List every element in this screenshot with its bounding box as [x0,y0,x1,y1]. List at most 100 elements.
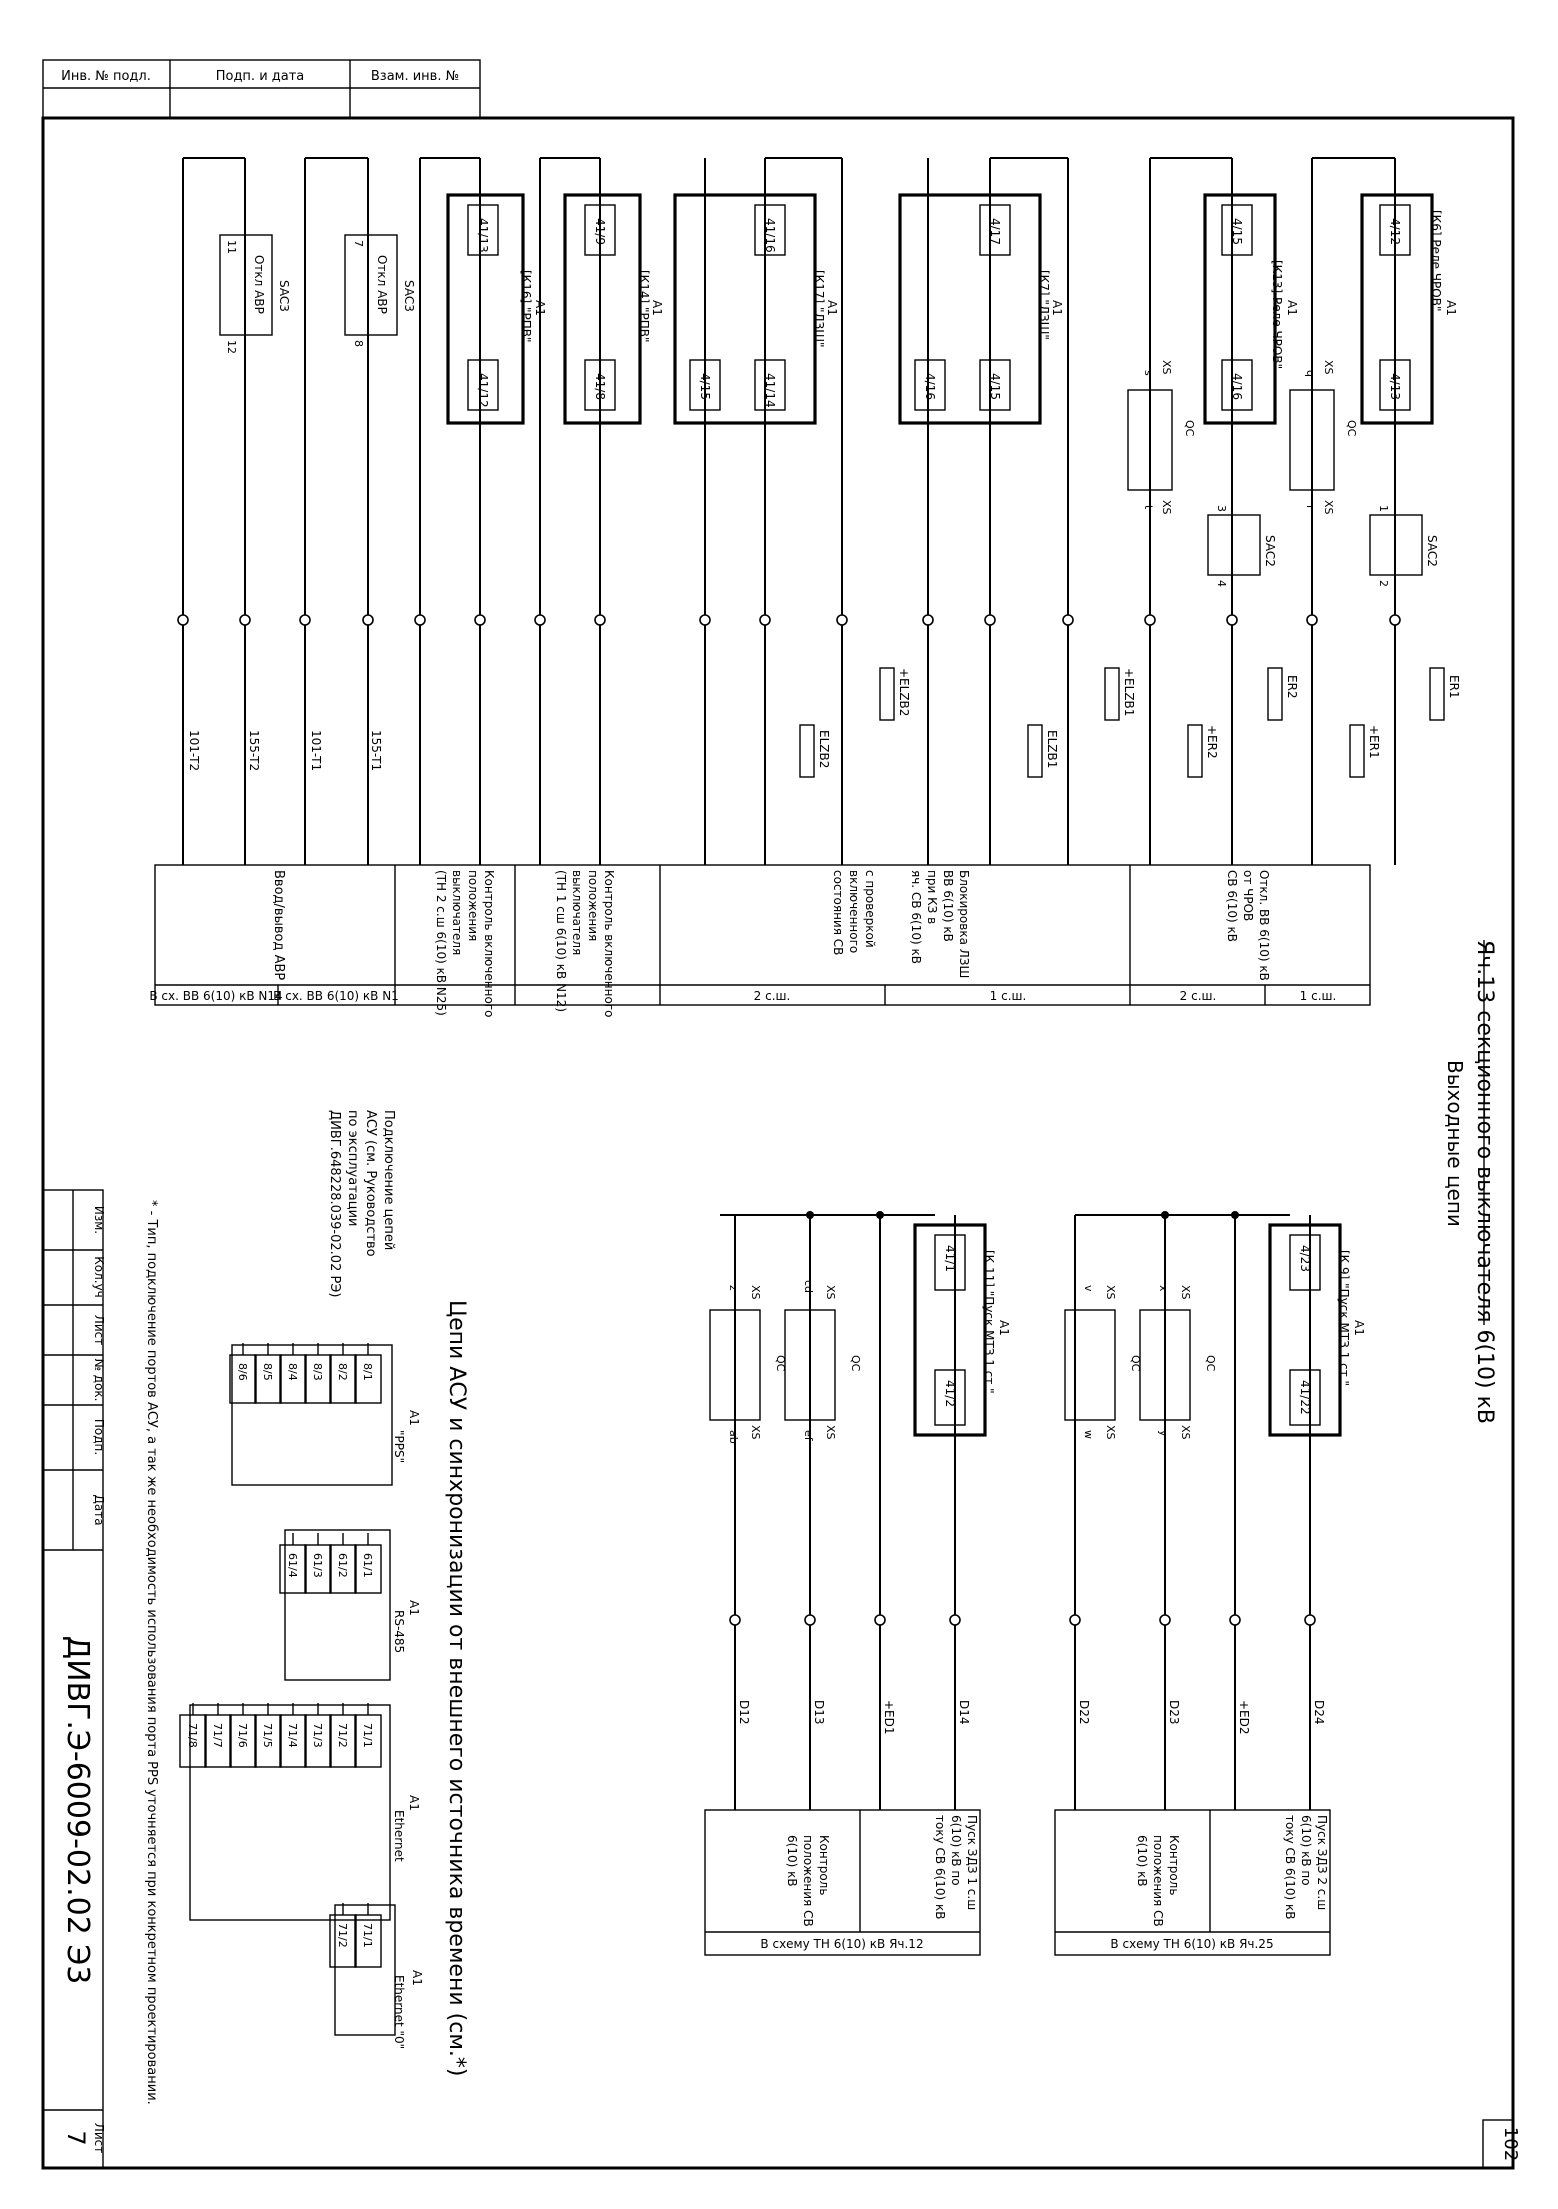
rev-izm: Изм. [92,1206,106,1234]
svg-text:A1: A1 [1444,300,1458,316]
svg-text:11: 11 [225,240,238,254]
acs-terminal-label: 61/3 [311,1553,324,1578]
svg-text:Откл АВР: Откл АВР [252,255,266,314]
rev-kolich: Кол.уч [92,1256,106,1298]
svg-text:x: x [1157,1285,1170,1292]
svg-text:+ED2: +ED2 [1237,1700,1251,1735]
svg-text:155-T2: 155-T2 [247,730,261,771]
svg-text:4/23: 4/23 [1298,1245,1312,1272]
svg-text:выключателя: выключателя [450,870,464,955]
svg-text:4/16: 4/16 [923,373,937,400]
lower-table-25: Пуск ЗДЗ 2 с.ш 6(10) кВ по току СВ 6(10)… [1054,1809,1331,1956]
page-num-box [1482,2119,1514,2169]
svg-text:[К 11] "Пуск МТЗ 1 ст.": [К 11] "Пуск МТЗ 1 ст." [982,1250,996,1394]
svg-text:A1: A1 [1352,1320,1366,1336]
svg-text:41/16: 41/16 [763,218,777,253]
acs-terminal-label: 8/4 [286,1363,299,1381]
relay-block-k13: 4/15 4/16 [К13] Реле ЧРОВ" A1 [1203,193,1299,425]
svg-text:3: 3 [1215,505,1228,512]
lower-wires [729,1211,1316,1810]
svg-text:41/22: 41/22 [1298,1380,1312,1415]
svg-text:Контроль: Контроль [817,1835,831,1895]
svg-text:ab: ab [727,1430,740,1444]
svg-text:ДИВГ.648228.039-02.02 РЭ): ДИВГ.648228.039-02.02 РЭ) [327,1110,342,1297]
svg-text:A1: A1 [407,1600,421,1616]
svg-text:6(10) кВ: 6(10) кВ [1135,1835,1149,1887]
svg-text:4/16: 4/16 [1230,373,1244,400]
acs-terminal-label: 8/1 [361,1363,374,1381]
svg-text:w: w [1082,1430,1095,1439]
svg-text:D14: D14 [957,1700,971,1725]
svg-text:XS: XS [1104,1425,1117,1440]
svg-text:+ER1: +ER1 [1367,725,1381,759]
svg-text:"PPS": "PPS" [392,1430,406,1463]
acs-terminal-label: 71/2 [336,1723,349,1748]
svg-text:Подключение цепей: Подключение цепей [381,1110,396,1250]
rev-list: Лист [92,1315,106,1345]
revision-grid: Изм. Кол.уч Лист № док. Подп. Дата ДИВГ.… [43,1206,106,2153]
acs-terminal-label: 8/2 [336,1363,349,1381]
svg-text:4/17: 4/17 [988,218,1002,245]
lower-qc-connectors: XS XS XS XS x v cd z XS XS XS XS y w ef … [709,1280,1217,1444]
svg-text:41/14: 41/14 [763,373,777,408]
svg-text:41/8: 41/8 [593,373,607,400]
svg-text:XS: XS [1160,360,1173,375]
svg-text:D24: D24 [1312,1700,1326,1725]
svg-text:[К17] "ЛЗШ": [К17] "ЛЗШ" [812,270,826,348]
svg-text:+ELZB1: +ELZB1 [1122,668,1136,716]
rev-date: Дата [92,1494,106,1525]
svg-text:В схему ТН 6(10) кВ Яч.12: В схему ТН 6(10) кВ Яч.12 [760,1937,923,1951]
svg-text:при КЗ в: при КЗ в [925,870,939,924]
svg-text:+ELZB2: +ELZB2 [897,668,911,716]
acs-terminal-label: 71/1 [361,1723,374,1748]
upper-wire-labels: ER1 +ER1 ER2 +ER2 ELZB1 +ELZB1 ELZB2 +EL… [187,667,1461,778]
stamp-sign-label: Подп. и дата [216,69,305,84]
svg-text:XS: XS [1179,1285,1192,1300]
upper-row1-line2: от ЧРОВ [1241,870,1255,921]
svg-text:4/15: 4/15 [988,373,1002,400]
svg-text:ER2: ER2 [1285,675,1299,699]
svg-text:состояния СВ: состояния СВ [831,870,845,955]
svg-text:QC: QC [774,1355,787,1372]
sac3-switch-1: SAC3 Откл АВР 7 8 [344,234,416,347]
svg-text:ELZB2: ELZB2 [817,730,831,768]
upper-row1-line1: Откл. ВВ 6(10) кВ [1257,870,1271,981]
svg-text:SAC2: SAC2 [1263,535,1277,567]
svg-text:D22: D22 [1077,1700,1091,1725]
svg-text:QC: QC [1345,420,1358,437]
footnote: * - Тип, подключение портов АСУ, а так ж… [144,1200,159,2105]
acs-terminal-label: 8/5 [261,1363,274,1381]
upper-row1-cell1: 1 с.ш. [1300,989,1337,1003]
acs-terminal-label: 8/3 [311,1363,324,1381]
svg-text:101-T2: 101-T2 [187,730,201,771]
svg-text:Ввод/вывод АВР: Ввод/вывод АВР [271,870,286,980]
acs-terminal-label: 61/2 [336,1553,349,1578]
acs-port-ethernet-0: A1 Ethernet "0" [334,1904,424,2049]
upper-terminal-circles [177,614,1401,626]
svg-text:Откл АВР: Откл АВР [375,255,389,314]
svg-text:по эксплуатации: по эксплуатации [345,1110,360,1226]
svg-text:6(10) кВ по: 6(10) кВ по [949,1815,963,1886]
svg-text:XS: XS [1322,360,1335,375]
svg-text:току СВ 6(10) кВ: току СВ 6(10) кВ [933,1815,947,1919]
acs-terminal-label: 71/1 [361,1923,374,1948]
upper-row2-cell2: 2 с.ш. [754,989,791,1003]
svg-text:A1: A1 [997,1320,1011,1336]
svg-text:RS-485: RS-485 [392,1610,406,1653]
svg-text:SAC2: SAC2 [1425,535,1439,567]
svg-text:r: r [1304,505,1317,510]
drawing-frame [41,116,1515,2170]
svg-text:положения СВ: положения СВ [801,1835,815,1927]
acs-terminals: 8/18/28/38/48/58/661/161/261/361/471/171… [179,1343,382,1968]
acs-port-ethernet: A1 Ethernet [189,1704,421,1921]
svg-text:4/15: 4/15 [698,373,712,400]
svg-text:[К16] "РПВ": [К16] "РПВ" [519,270,533,343]
sheet-label: Лист [92,2123,106,2153]
svg-text:[К 9] "Пуск МТЗ 1 ст.": [К 9] "Пуск МТЗ 1 ст." [1337,1250,1351,1386]
acs-port-rs485: A1 RS-485 [284,1529,421,1681]
svg-text:Ethernet: Ethernet [392,1810,406,1862]
stamp-inv-label: Инв. № подл. [61,69,151,84]
svg-text:XS: XS [1104,1285,1117,1300]
svg-text:Контроль включенного: Контроль включенного [602,870,616,1017]
